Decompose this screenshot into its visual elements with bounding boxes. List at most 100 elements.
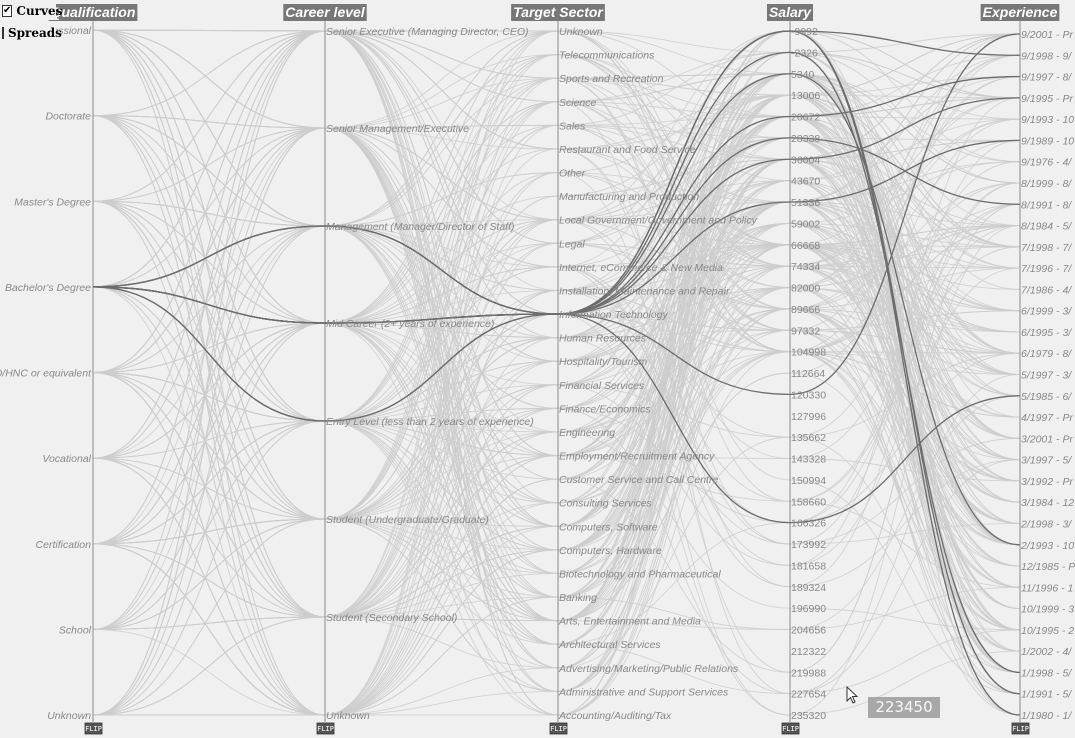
curves-toggle[interactable]: ✔ Curves [0,2,62,20]
svg-text:FLIP: FLIP [85,725,102,733]
tick-label: 212322 [791,646,826,658]
tick-label: 158660 [791,496,826,508]
tick-label: Computers, Hardware [559,545,662,557]
flip-button-qualification[interactable]: FLIP [84,722,103,735]
tick-label: Employment/Recruitment Agency [559,451,715,463]
tick-label: 5/1997 - 3/ [1021,370,1072,382]
tick-label: School [59,624,92,636]
curves-label: Curves [16,4,63,18]
tick-label: 6/1999 - 3/ [1021,306,1072,318]
tick-label: Restaurant and Food Service [559,144,696,156]
tick-label: Master's Degree [14,196,91,208]
background-record-line [92,29,1021,574]
tick-label: Biotechnology and Pharmaceutical [559,568,721,580]
background-record-line [92,242,1021,716]
tick-label: Computers, Software [559,521,658,533]
tick-label: 9/1998 - 9/ [1021,50,1072,62]
background-record-line [92,101,1021,695]
tick-label: 127996 [791,411,826,423]
tick-label: Administrative and Support Services [558,686,729,698]
tick-label: 143328 [791,454,826,466]
background-record-line [92,76,1021,716]
tick-label: HND/HNC or equivalent [0,368,92,380]
flip-button-target-sector[interactable]: FLIP [549,722,568,735]
tick-label: 2/1998 - 3/ [1020,518,1072,530]
tick-label: 10/1999 - 3 [1021,604,1074,616]
flip-buttons[interactable]: FLIP FLIP FLIP FLIP FLIP [84,722,1030,735]
tick-label: 66668 [791,240,820,252]
axis-title-experience[interactable]: Experience [980,4,1060,21]
tick-label: Financial Services [559,380,645,392]
tick-label: 1/1980 - 1/ [1021,710,1072,722]
tick-label: Local Government/Government and Policy [559,215,758,227]
tick-label: 74334 [791,261,820,273]
background-record-line [92,158,1021,622]
tick-label: 235320 [791,710,826,722]
background-record-line [92,115,1021,716]
highlighted-record-line[interactable] [92,30,1021,716]
tick-label: 12/1985 - P [1021,561,1075,573]
tick-label: 82000 [791,283,820,295]
background-record-line [92,115,1021,716]
tick-label: Telecommunications [559,50,655,62]
flip-button-career-level[interactable]: FLIP [316,722,335,735]
axis-title-target-sector[interactable]: Target Sector [511,4,605,21]
background-record-line [92,127,1021,716]
tick-label: Banking [559,592,597,604]
svg-text:Salary: Salary [769,4,812,20]
tick-label: Accounting/Auditing/Tax [558,710,672,722]
svg-text:FLIP: FLIP [550,725,567,733]
tick-label: Information Technology [559,309,669,321]
tick-label: 173992 [791,539,826,551]
tick-label: 166326 [791,518,826,530]
tick-label: 10/1995 - 2 [1021,625,1074,637]
background-record-line [92,51,1021,324]
background-record-line [92,30,1021,459]
tick-label: 43670 [791,176,820,188]
tick-label: Sales [559,120,586,132]
highlighted-record-line[interactable] [92,73,1021,546]
tick-label: 97332 [791,325,820,337]
tick-label: Customer Service and Call Centre [559,474,718,486]
flip-button-experience[interactable]: FLIP [1011,722,1030,735]
tick-label: Sports and Recreation [559,73,664,85]
background-record-line [92,30,1021,716]
tick-label: 150994 [791,475,826,487]
svg-text:FLIP: FLIP [782,725,799,733]
tick-label: 13006 [791,90,820,102]
background-polylines [92,29,1021,716]
tick-label: 7/1986 - 4/ [1021,284,1072,296]
tick-label: 1/1991 - 5/ [1021,689,1072,701]
axis-titles: Qualification Career level Target Sector Sa… [48,4,1060,21]
background-record-line [92,77,1021,716]
curves-checkbox[interactable]: ✔ [2,5,13,17]
tick-label: 9/1997 - 8/ [1021,72,1072,84]
tick-label: 8/1991 - 8/ [1021,199,1072,211]
background-record-line [92,127,1021,373]
tick-label: Manufacturing and Production [559,191,699,203]
tick-label: Architectural Services [558,639,661,651]
background-record-line [92,286,1021,695]
tick-label: 135662 [791,432,826,444]
tick-label: 3/2001 - Pr [1021,433,1073,445]
spreads-checkbox[interactable] [2,27,4,39]
value-tooltip: 223450 [868,697,940,718]
highlighted-polylines [92,30,1021,716]
background-record-line [92,29,1021,422]
tick-label: 120330 [791,389,826,401]
axis-title-qualification[interactable]: Qualification [48,4,138,21]
tick-label: 9/1989 - 10 [1021,135,1074,147]
tick-label: 181658 [791,560,826,572]
flip-button-salary[interactable]: FLIP [781,722,800,735]
tick-label: 89666 [791,304,820,316]
spreads-toggle[interactable]: Spreads [0,24,62,42]
tick-label: Other [559,168,586,180]
tick-label: Hospitality/Tourism [559,356,648,368]
tick-label: 9/1993 - 10 [1021,114,1074,126]
tick-label: 3/1984 - 12 [1021,497,1074,509]
tick-label: 112664 [791,368,825,380]
axis-title-salary[interactable]: Salary [766,4,814,21]
background-record-line [92,94,1021,716]
tick-label: Senior Executive (Managing Director, CEO… [326,26,529,38]
axis-title-career-level[interactable]: Career level [283,4,367,21]
